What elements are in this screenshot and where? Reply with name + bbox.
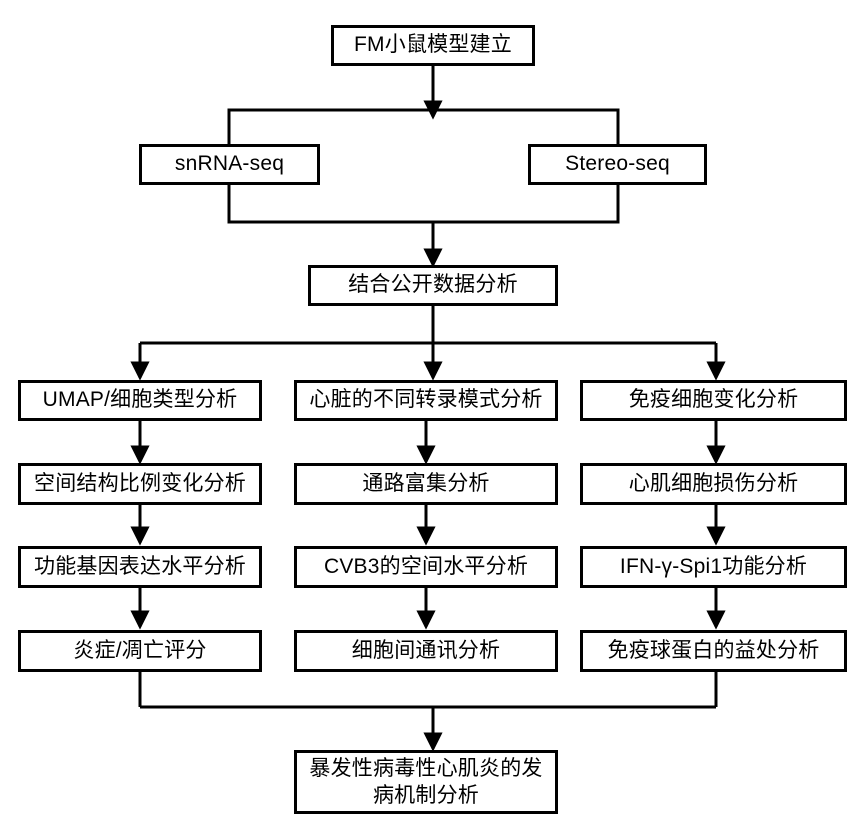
node-cvb3-spatial-label: CVB3的空间水平分析 xyxy=(323,554,529,578)
node-snrna-seq-label: snRNA-seq xyxy=(174,152,285,176)
node-functional-gene-label: 功能基因表达水平分析 xyxy=(34,554,246,578)
node-fm-model[interactable]: FM小鼠模型建立 xyxy=(331,25,535,66)
node-pathway-enrichment[interactable]: 通路富集分析 xyxy=(294,463,558,505)
node-ifn-spi1-label: IFN-γ-Spi1功能分析 xyxy=(619,554,808,578)
node-immunoglobulin-benefit[interactable]: 免疫球蛋白的益处分析 xyxy=(580,630,847,672)
node-umap-celltype[interactable]: UMAP/细胞类型分析 xyxy=(18,380,262,421)
node-stereo-seq-label: Stereo-seq xyxy=(565,152,670,176)
node-cardiomyocyte-injury[interactable]: 心肌细胞损伤分析 xyxy=(580,463,847,505)
node-immune-cell-change[interactable]: 免疫细胞变化分析 xyxy=(580,380,847,421)
node-stereo-seq[interactable]: Stereo-seq xyxy=(528,144,707,185)
node-immunoglobulin-benefit-label: 免疫球蛋白的益处分析 xyxy=(607,638,820,662)
wire-split-bus xyxy=(227,108,620,144)
node-snrna-seq[interactable]: snRNA-seq xyxy=(139,144,320,185)
node-heart-transcription-label: 心脏的不同转录模式分析 xyxy=(309,388,543,412)
node-cvb3-spatial[interactable]: CVB3的空间水平分析 xyxy=(294,546,558,588)
node-fm-model-label: FM小鼠模型建立 xyxy=(354,33,512,57)
node-umap-celltype-label: UMAP/细胞类型分析 xyxy=(42,388,238,412)
node-inflammation-apoptosis-label: 炎症/凋亡评分 xyxy=(73,638,207,662)
node-public-data[interactable]: 结合公开数据分析 xyxy=(308,265,558,306)
node-immune-cell-change-label: 免疫细胞变化分析 xyxy=(628,388,799,412)
node-pathogenesis-label: 暴发性病毒性心肌炎的发 病机制分析 xyxy=(309,756,543,807)
node-cell-communication-label: 细胞间通讯分析 xyxy=(351,638,501,662)
node-functional-gene[interactable]: 功能基因表达水平分析 xyxy=(18,546,262,588)
node-cardiomyocyte-injury-label: 心肌细胞损伤分析 xyxy=(628,471,799,495)
node-spatial-structure[interactable]: 空间结构比例变化分析 xyxy=(18,463,262,505)
node-heart-transcription[interactable]: 心脏的不同转录模式分析 xyxy=(294,380,558,421)
node-pathway-enrichment-label: 通路富集分析 xyxy=(362,471,490,495)
node-public-data-label: 结合公开数据分析 xyxy=(348,273,518,297)
node-cell-communication[interactable]: 细胞间通讯分析 xyxy=(294,630,558,672)
node-pathogenesis[interactable]: 暴发性病毒性心肌炎的发 病机制分析 xyxy=(294,750,558,814)
node-inflammation-apoptosis[interactable]: 炎症/凋亡评分 xyxy=(18,630,262,672)
wire-merge-bus xyxy=(227,185,620,224)
node-spatial-structure-label: 空间结构比例变化分析 xyxy=(34,471,246,495)
node-ifn-spi1[interactable]: IFN-γ-Spi1功能分析 xyxy=(580,546,847,588)
